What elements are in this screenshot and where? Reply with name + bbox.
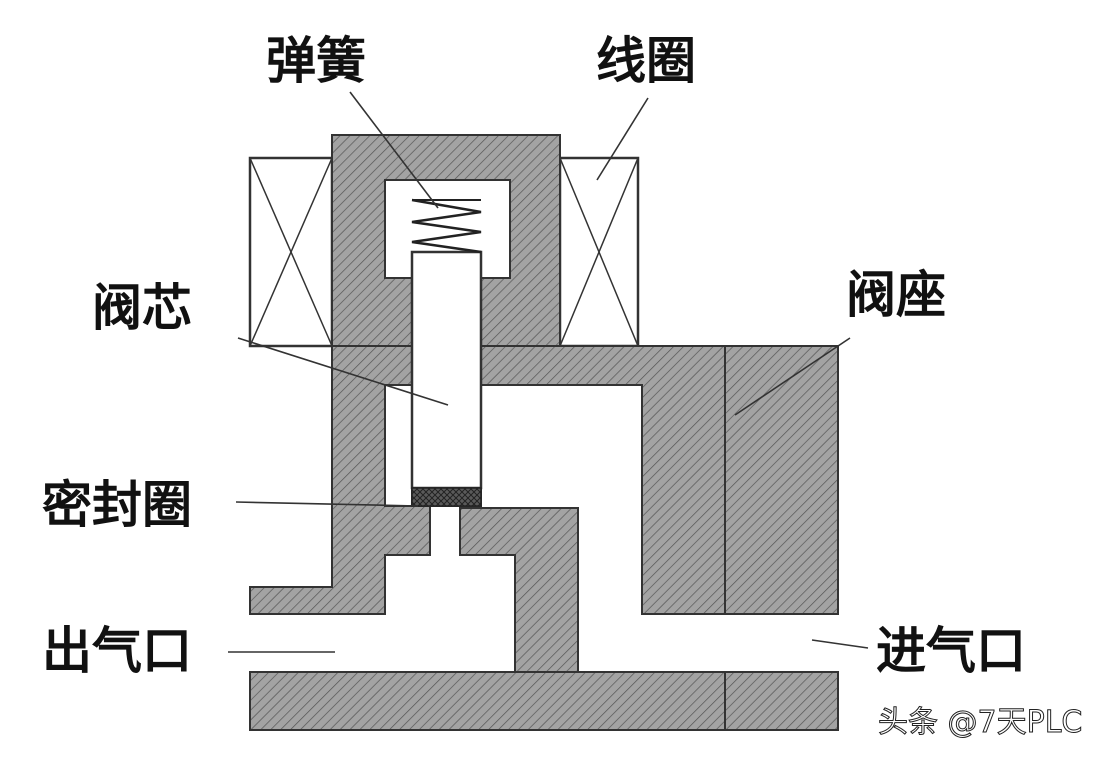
label-spring: 弹簧: [266, 32, 366, 90]
label-outlet: 出气口: [42, 622, 192, 680]
label-valve-core: 阀芯: [92, 279, 192, 337]
coil-left: [248, 156, 334, 348]
seal-ring: [411, 487, 482, 507]
coil-right: [558, 156, 640, 348]
label-inlet: 进气口: [876, 622, 1026, 680]
watermark: 头条 @7天PLC: [878, 705, 1082, 740]
label-coil: 线圈: [596, 32, 696, 90]
spring: [411, 198, 482, 254]
leader-lines: [228, 91, 869, 653]
nozzle: [459, 507, 579, 673]
base-plate: [249, 671, 839, 731]
label-valve-seat: 阀座: [846, 266, 946, 324]
plunger: [410, 250, 483, 490]
label-seal-ring: 密封圈: [42, 476, 192, 534]
